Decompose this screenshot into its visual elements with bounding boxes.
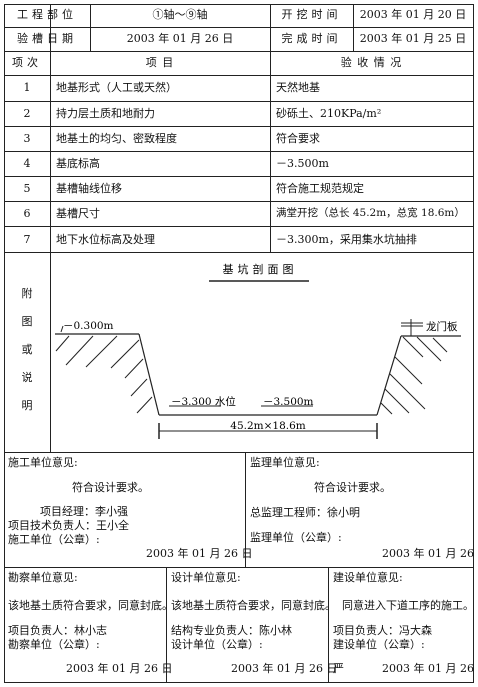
supervision-opinion-text: 符合设计要求。: [314, 481, 391, 494]
border-top: [4, 4, 474, 5]
row-number: 2: [23, 107, 31, 120]
row-item: 地下水位标高及处理: [56, 233, 155, 246]
row-number: 6: [23, 207, 31, 220]
construction-opinion-title: 施工单位意见:: [8, 456, 78, 469]
row-divider: [4, 101, 474, 102]
row-divider: [4, 567, 474, 568]
project-part-label: 工程部位: [17, 8, 77, 21]
construction-seal: 施工单位（公章）:: [8, 533, 100, 546]
row-number: 1: [23, 81, 31, 94]
left-hatching: [55, 335, 153, 414]
row-result: －3.500m: [276, 157, 329, 170]
row-divider: [4, 176, 474, 177]
builder-mark: 严: [333, 662, 344, 675]
inspection-date-label: 验槽日期: [17, 32, 77, 45]
survey-opinion-text: 该地基土质符合要求，同意封底。: [8, 599, 173, 612]
row-divider: [4, 51, 474, 52]
border-left: [4, 4, 5, 683]
row-result: 天然地基: [276, 81, 320, 94]
row-item: 地基形式（人工或天然）: [56, 81, 177, 94]
survey-lead: 项目负责人：林小志: [8, 624, 107, 637]
diagram-side-label: 附 图 或 说 明: [21, 287, 33, 412]
row-number: 4: [23, 157, 31, 170]
row-divider: [4, 252, 474, 253]
col-divider: [353, 4, 354, 52]
col-divider: [166, 567, 167, 683]
dimension-label: 45.2m×18.6m: [230, 420, 306, 432]
top-elevation-marker: [60, 325, 64, 333]
construction-date: 2003 年 01 月 26 日: [146, 547, 253, 560]
row-number: 7: [23, 233, 31, 246]
supervision-seal: 监理单位（公章）:: [250, 531, 342, 544]
row-divider: [4, 126, 474, 127]
start-time-value: 2003 年 01 月 20 日: [359, 8, 467, 21]
diagram-title: 基坑剖面图: [223, 262, 298, 276]
column-header-result: 验 收 情 况: [340, 56, 403, 69]
row-divider: [4, 201, 474, 202]
row-number: 3: [23, 132, 31, 145]
survey-seal: 勘察单位（公章）:: [8, 638, 100, 651]
builder-seal: 建设单位（公章）:: [333, 638, 425, 651]
supervision-opinion-title: 监理单位意见:: [250, 456, 320, 469]
bottom-elevation-label: －3.500m: [263, 396, 314, 408]
top-elevation-label: －0.300m: [63, 320, 114, 332]
row-divider: [4, 75, 474, 76]
col-divider: [90, 4, 91, 52]
left-slope-line: [138, 333, 160, 416]
construction-tech-lead: 项目技术负责人：王小全: [8, 519, 129, 532]
row-result: 符合要求: [276, 132, 320, 145]
row-divider: [4, 151, 474, 152]
right-hatching: [380, 336, 448, 415]
row-number: 5: [23, 182, 31, 195]
row-divider: [4, 27, 474, 28]
design-opinion-title: 设计单位意见:: [171, 571, 241, 584]
row-item: 持力层土质和地耐力: [56, 107, 155, 120]
col-divider: [245, 452, 246, 567]
row-result: 砂砾土、210KPa/m²: [276, 107, 382, 120]
pit-section-diagram: 基坑剖面图 －0.300m 龙门板 －3.300 水位 －3.500m 45.2…: [55, 262, 461, 439]
row-divider: [4, 226, 474, 227]
survey-opinion-title: 勘察单位意见:: [8, 571, 78, 584]
survey-date: 2003 年 01 月 26 日: [66, 662, 173, 675]
row-item: 地基土的均匀、密致程度: [56, 132, 177, 145]
column-header-no: 项次: [12, 56, 42, 69]
border-right: [473, 4, 474, 683]
row-item: 基槽轴线位移: [56, 182, 122, 195]
builder-date: 2003 年 01 月 26 日: [382, 662, 478, 675]
col-divider: [270, 4, 271, 252]
row-result: 符合施工规范规定: [276, 182, 364, 195]
row-item: 基底标高: [56, 157, 100, 170]
construction-opinion-text: 符合设计要求。: [72, 481, 149, 494]
row-result: 满堂开挖（总长 45.2m，总宽 18.6m）: [276, 207, 465, 219]
col-divider: [50, 4, 51, 452]
row-divider: [4, 452, 474, 453]
col-divider: [328, 567, 329, 683]
finish-time-label: 完成时间: [281, 32, 342, 45]
design-seal: 设计单位（公章）:: [171, 638, 263, 651]
supervision-engineer: 总监理工程师：徐小明: [250, 506, 360, 519]
inspection-date-value: 2003 年 01 月 26 日: [126, 32, 234, 45]
column-header-item: 项 目: [145, 56, 175, 69]
design-lead: 结构专业负责人：陈小林: [171, 624, 292, 637]
design-opinion-text: 该地基土质符合要求，同意封底。: [171, 599, 336, 612]
row-result: －3.300m，采用集水坑抽排: [276, 233, 417, 246]
builder-lead: 项目负责人：冯大森: [333, 624, 432, 637]
water-level-label: －3.300 水位: [171, 395, 236, 408]
construction-manager: 项目经理：李小强: [40, 505, 128, 518]
finish-time-value: 2003 年 01 月 25 日: [359, 32, 467, 45]
right-slope-line: [376, 335, 402, 416]
row-item: 基槽尺寸: [56, 207, 100, 220]
builder-opinion-title: 建设单位意见:: [333, 571, 403, 584]
batter-board-label: 龙门板: [426, 320, 458, 333]
project-part-value: ①轴～⑨轴: [152, 8, 208, 21]
supervision-date: 2003 年 01 月 26 日: [382, 547, 478, 560]
design-date: 2003 年 01 月 26 日: [231, 662, 338, 675]
builder-opinion-text: 同意进入下道工序的施工。: [342, 599, 474, 612]
start-time-label: 开挖时间: [281, 8, 342, 21]
border-bottom: [4, 682, 474, 683]
